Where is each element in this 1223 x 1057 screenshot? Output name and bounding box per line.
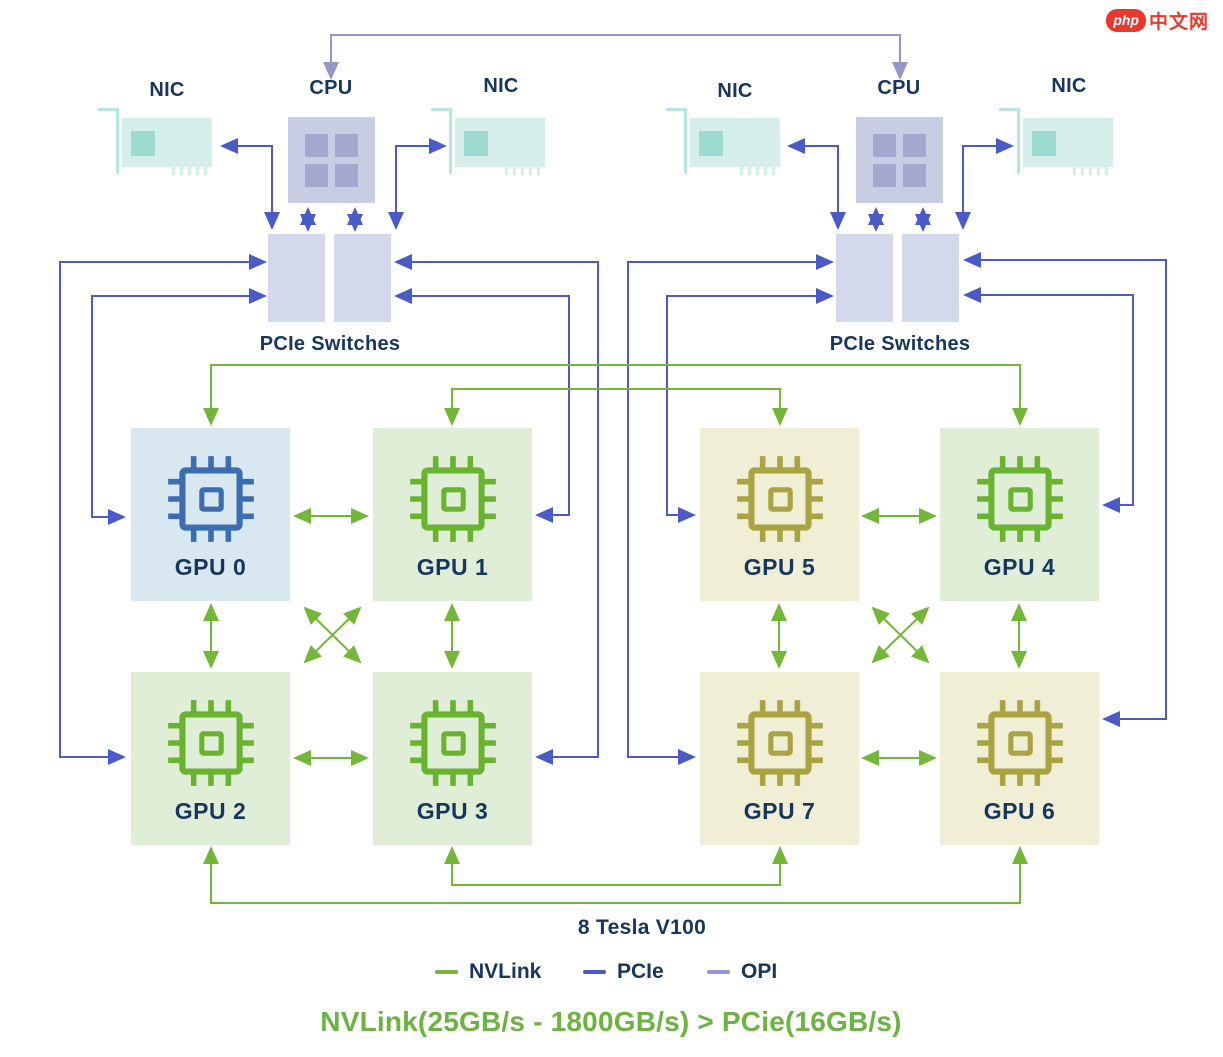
- nic-card: [666, 105, 782, 183]
- legend-item-pcie: PCIe: [583, 960, 664, 984]
- nic-chip: [1032, 131, 1056, 156]
- nic-label: NIC: [483, 75, 519, 97]
- nvlink-gpu0-gpu4: [203, 364, 1028, 426]
- legend-item-opi: OPI: [707, 960, 777, 984]
- gpu-1-box: GPU 1: [373, 428, 532, 601]
- cpu-right-box: [856, 117, 943, 203]
- nic-bracket: [666, 108, 687, 174]
- nvlink-gpu2-gpu6: [203, 846, 1028, 904]
- nic-label: NIC: [717, 80, 753, 102]
- gpu-label: GPU 7: [743, 798, 816, 824]
- nic-bracket: [999, 108, 1020, 174]
- pcie-link-switchL-nic2: [388, 138, 447, 230]
- opi-color-swatch: [707, 970, 730, 974]
- nic-chip: [131, 131, 155, 156]
- pcie-link-switchL-gpu0: [91, 288, 267, 525]
- nic-connector-pins: [505, 167, 545, 175]
- pcie-link-switchR-gpu4: [963, 287, 1134, 513]
- nic-label: NIC: [149, 79, 185, 101]
- pcie-link-switchR-gpu6: [963, 252, 1167, 727]
- gpu-label: GPU 3: [416, 798, 489, 824]
- nvlink-gpu3-gpu7: [444, 846, 788, 886]
- pcie-link-switchR-gpu7: [627, 254, 834, 765]
- pcie-switch: [334, 234, 391, 322]
- cpu-core: [335, 133, 358, 157]
- nic-card: [999, 105, 1115, 183]
- pcie-link-switchL-gpu2: [59, 254, 267, 765]
- cpu-core: [873, 163, 896, 187]
- gpu-0-box: GPU 0: [131, 428, 290, 601]
- gpu-5-box: GPU 5: [700, 428, 859, 601]
- nic-card: [98, 105, 214, 183]
- gpu-7-box: GPU 7: [700, 672, 859, 845]
- chip-icon: [160, 448, 262, 550]
- legend-label: OPI: [741, 960, 778, 983]
- cpu-label: CPU: [877, 77, 921, 99]
- legend-label: NVLink: [469, 960, 542, 983]
- nic-bracket: [431, 108, 452, 174]
- pcie-link-switchR-nic2: [955, 138, 1014, 230]
- nic-card: [431, 105, 547, 183]
- chip-icon: [402, 448, 504, 550]
- site-logo: php 中文网: [1106, 7, 1209, 34]
- pcie-switch: [902, 234, 959, 322]
- nic-chip: [464, 131, 488, 156]
- gpu-label: GPU 5: [743, 554, 816, 580]
- nic-connector-pins: [172, 167, 212, 175]
- pcie-link-switchR-nic1: [787, 138, 846, 230]
- cpu-core: [335, 163, 358, 187]
- diagram-subtitle: 8 Tesla V100: [577, 916, 707, 939]
- chip-icon: [969, 692, 1071, 794]
- gpu-label: GPU 4: [983, 554, 1056, 580]
- cpu-core: [903, 133, 926, 157]
- gpu-3-box: GPU 3: [373, 672, 532, 845]
- nic-connector-pins: [740, 167, 780, 175]
- cpu-core: [305, 163, 328, 187]
- nvlink-gpu1-gpu2: [303, 606, 362, 664]
- cpu-core: [873, 133, 896, 157]
- pcie-switches-label: PCIe Switches: [259, 333, 401, 355]
- nvlink-color-swatch: [435, 970, 458, 974]
- gpu-label: GPU 1: [416, 554, 489, 580]
- cpu-label: CPU: [309, 77, 353, 99]
- gpu-4-box: GPU 4: [940, 428, 1099, 601]
- bandwidth-title: NVLink(25GB/s - 1800GB/s) > PCie(16GB/s): [320, 1006, 902, 1037]
- pcie-link-switchL-gpu3: [394, 254, 599, 765]
- chip-icon: [729, 692, 831, 794]
- nic-connector-pins: [1073, 167, 1113, 175]
- pcie-link-switchL-nic1: [220, 138, 280, 230]
- nvlink-gpu4-gpu7: [871, 606, 930, 664]
- nic-chip: [699, 131, 723, 156]
- gpu-2-box: GPU 2: [131, 672, 290, 845]
- nic-bracket: [98, 108, 119, 174]
- chip-icon: [402, 692, 504, 794]
- pcie-switch: [268, 234, 325, 322]
- gpu-label: GPU 2: [174, 798, 247, 824]
- pcie-switch: [836, 234, 893, 322]
- chip-icon: [729, 448, 831, 550]
- opi-link-cpuL-cpuR: [323, 34, 908, 80]
- nvlink-gpu1-gpu5: [444, 388, 788, 426]
- chip-icon: [969, 448, 1071, 550]
- site-logo-text: 中文网: [1148, 12, 1209, 33]
- gpu-label: GPU 0: [174, 554, 247, 580]
- nic-label: NIC: [1051, 75, 1087, 97]
- gpu-label: GPU 6: [983, 798, 1056, 824]
- gpu-6-box: GPU 6: [940, 672, 1099, 845]
- legend-item-nvlink: NVLink: [435, 960, 541, 984]
- pcie-color-swatch: [583, 970, 606, 974]
- chip-icon: [160, 692, 262, 794]
- php-logo-badge: php: [1106, 9, 1146, 32]
- cpu-left-box: [288, 117, 375, 203]
- cpu-core: [903, 163, 926, 187]
- legend-label: PCIe: [617, 960, 664, 983]
- pcie-switches-label: PCIe Switches: [829, 333, 971, 355]
- cpu-core: [305, 133, 328, 157]
